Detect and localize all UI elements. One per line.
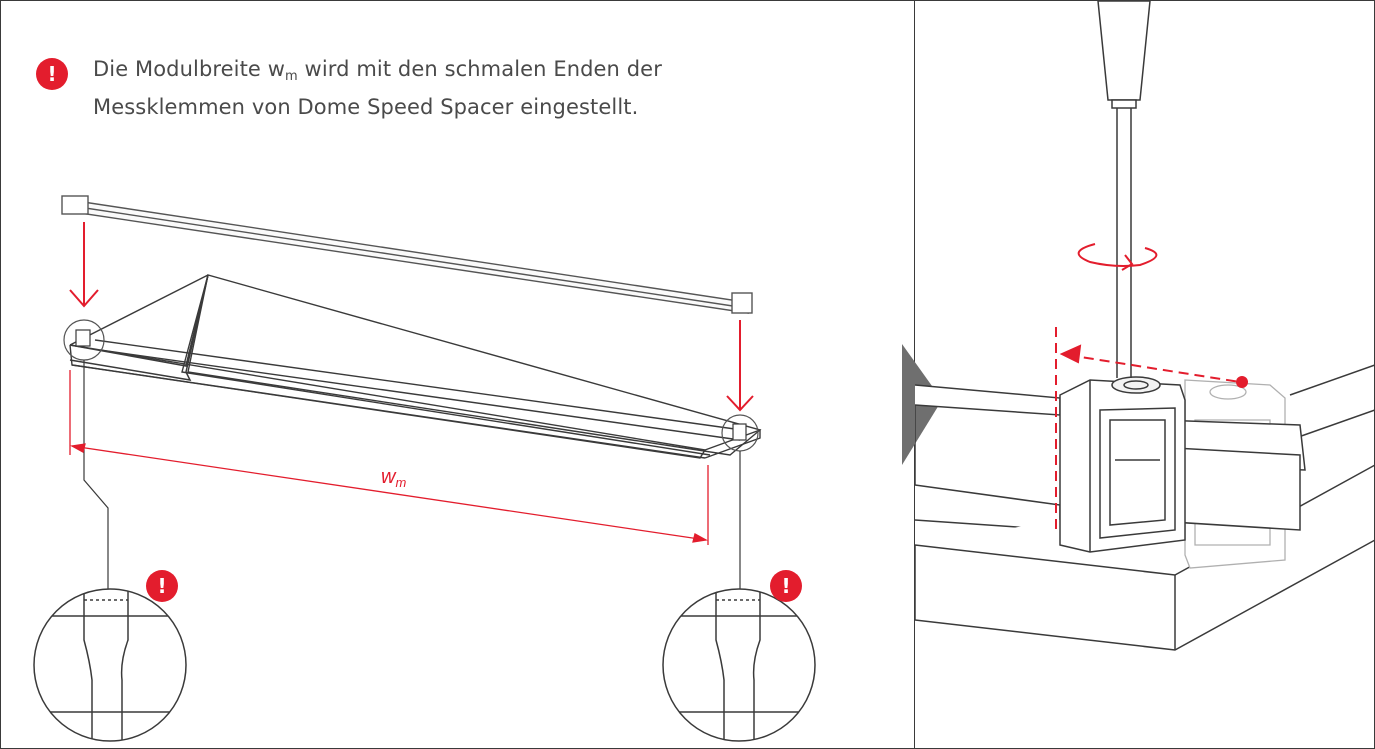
solar-module (69, 274, 762, 459)
instruction-line-1: Die Modulbreite wm wird mit den schmalen… (93, 57, 662, 84)
detail-right-alert-icon: ! (770, 570, 802, 602)
detail-view-left (33, 588, 187, 742)
rotation-arrow-icon (1077, 243, 1158, 271)
module-width-label: wm (381, 466, 407, 490)
leader-line-left (83, 360, 109, 590)
instruction-line-2: Messklemmen von Dome Speed Spacer einges… (93, 95, 639, 119)
instruction-text: Die Modulbreite wm wird mit den schmalen… (93, 54, 853, 123)
insert-arrow-left (69, 222, 99, 308)
offset-dimension (1055, 327, 1248, 530)
exclamation-icon: ! (36, 58, 68, 90)
detail-left-alert-icon: ! (146, 570, 178, 602)
module-width-dimension (69, 370, 709, 545)
detail-view-right (662, 588, 816, 742)
module-outline (69, 274, 209, 381)
screwdriver (1097, 0, 1151, 378)
insert-arrow-right (726, 320, 754, 412)
spacer-rod (61, 195, 753, 314)
